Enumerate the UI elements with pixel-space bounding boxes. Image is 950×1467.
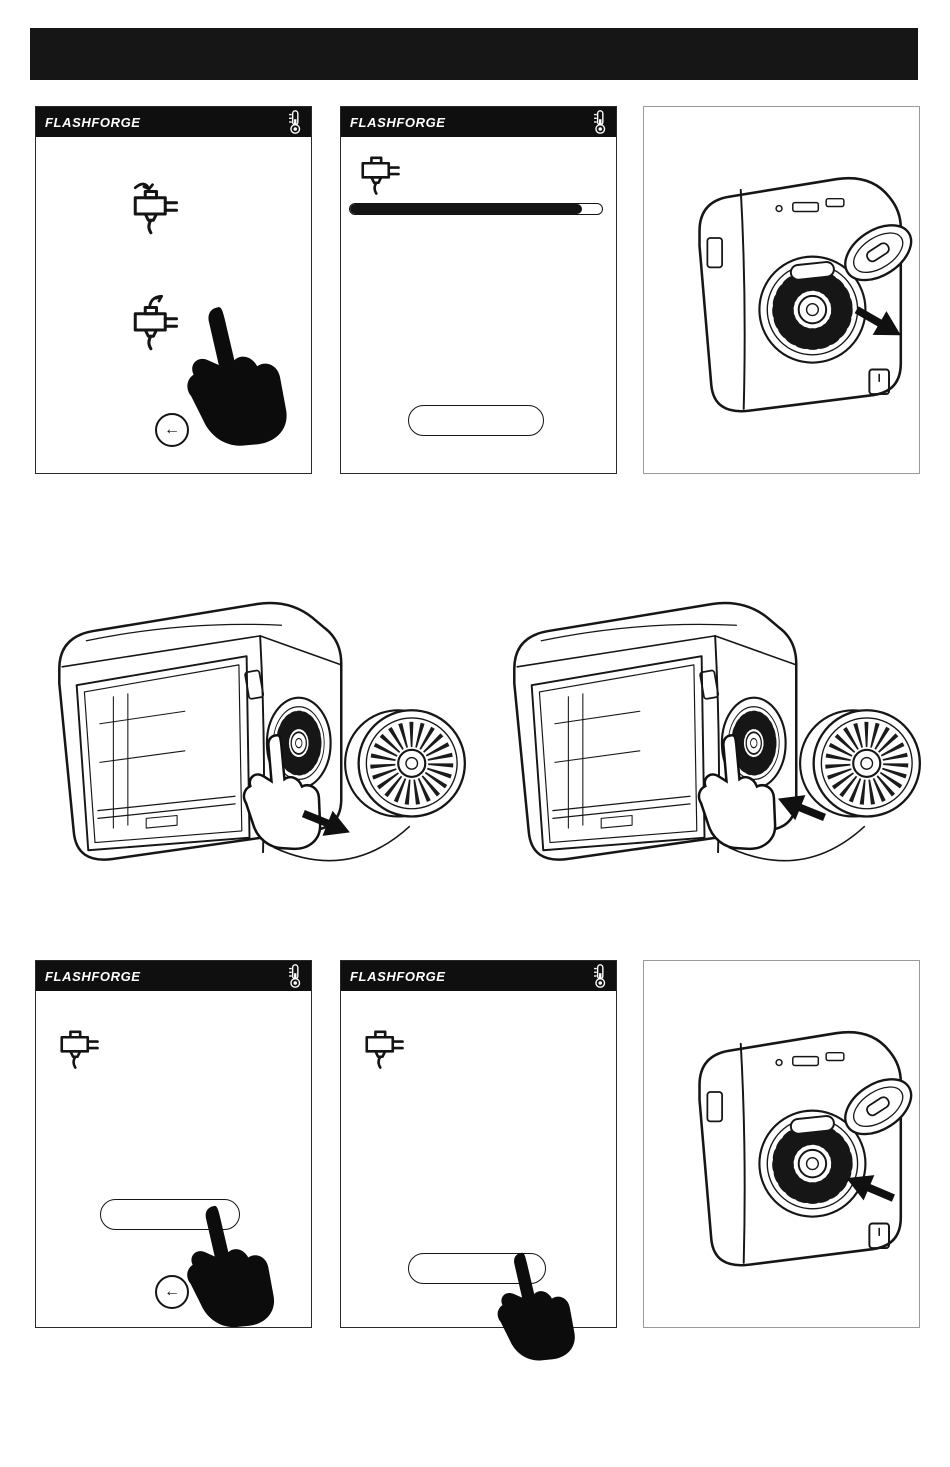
extruder-icon bbox=[361, 156, 400, 195]
filament-spool-drawing bbox=[799, 710, 920, 816]
touchscreen-filament-menu: FLASHFORGE ← bbox=[35, 106, 312, 474]
hand-pointer-icon bbox=[187, 1205, 275, 1328]
touchscreen-progress: FLASHFORGE bbox=[340, 106, 617, 474]
flashforge-logo: FLASHFORGE bbox=[350, 114, 446, 130]
screen-header: FLASHFORGE bbox=[36, 107, 311, 137]
touchscreen-confirm: FLASHFORGE bbox=[340, 960, 617, 1361]
screen-body bbox=[341, 991, 616, 1361]
printer-3d-drawing bbox=[700, 1032, 918, 1265]
illustration-take-out-spool bbox=[30, 577, 470, 886]
filament-load-icon[interactable] bbox=[124, 179, 184, 239]
hand-pointer-icon bbox=[497, 1252, 575, 1361]
progress-fill bbox=[350, 204, 582, 214]
extruder-icon bbox=[365, 1030, 404, 1069]
screen-header: FLASHFORGE bbox=[341, 107, 616, 137]
section-title-bar bbox=[30, 28, 918, 80]
back-button[interactable]: ← bbox=[155, 413, 189, 447]
back-button[interactable]: ← bbox=[155, 1275, 189, 1309]
touchscreen-confirm-back: FLASHFORGE ← bbox=[35, 960, 312, 1328]
thermometer-icon bbox=[592, 963, 606, 989]
motion-line bbox=[273, 825, 411, 862]
flashforge-logo: FLASHFORGE bbox=[45, 968, 141, 984]
thermometer-icon bbox=[287, 963, 301, 989]
filament-unload-icon[interactable] bbox=[124, 295, 184, 355]
illustration-attach-cover bbox=[643, 960, 920, 1328]
extruder-icon bbox=[60, 1030, 99, 1069]
progress-bar bbox=[349, 203, 603, 215]
screen-header: FLASHFORGE bbox=[341, 961, 616, 991]
action-button[interactable] bbox=[408, 405, 544, 436]
screen-body: ← bbox=[36, 991, 311, 1328]
screen-body: ← bbox=[36, 137, 311, 473]
flashforge-logo: FLASHFORGE bbox=[45, 114, 141, 130]
screen-body bbox=[341, 137, 616, 473]
filament-spool-drawing bbox=[344, 710, 465, 816]
flashforge-logo: FLASHFORGE bbox=[350, 968, 446, 984]
screen-header: FLASHFORGE bbox=[36, 961, 311, 991]
printer-side-drawing bbox=[645, 128, 918, 452]
hand-pointer-icon bbox=[187, 307, 287, 446]
thermometer-icon bbox=[592, 109, 606, 135]
back-arrow-icon: ← bbox=[164, 1283, 180, 1300]
illustration-put-in-spool bbox=[485, 577, 925, 886]
thermometer-icon bbox=[287, 109, 301, 135]
illustration-remove-cover bbox=[643, 106, 920, 474]
printer-3d-drawing bbox=[700, 178, 918, 411]
back-arrow-icon: ← bbox=[164, 421, 180, 438]
motion-line bbox=[728, 825, 866, 862]
printer-side-drawing bbox=[645, 982, 918, 1306]
